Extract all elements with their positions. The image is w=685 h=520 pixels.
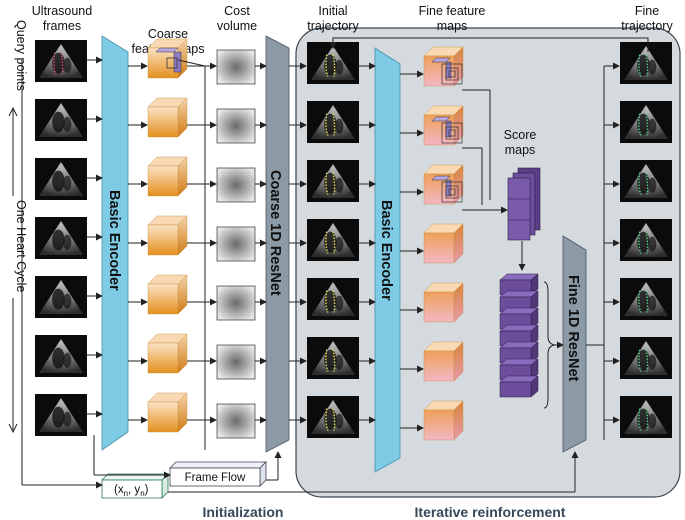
header-ultrasound-2: frames bbox=[43, 19, 81, 33]
fine-trajectory-frame bbox=[620, 396, 672, 438]
basic-encoder-2-block bbox=[374, 47, 401, 473]
coarse-feature-map bbox=[147, 38, 188, 79]
header-fine-maps-2: maps bbox=[437, 19, 468, 33]
query-patch bbox=[155, 47, 179, 53]
coarse-feature-map bbox=[147, 333, 188, 374]
initial-trajectory-frame bbox=[307, 219, 359, 261]
cost-volume-map bbox=[216, 108, 256, 144]
coord-sub-y: n bbox=[140, 489, 144, 498]
fine-feature-map bbox=[423, 223, 464, 264]
initial-trajectory-frame bbox=[307, 101, 359, 143]
ultrasound-frame bbox=[35, 40, 87, 82]
score-volume-stack bbox=[499, 273, 539, 398]
ultrasound-frame bbox=[35, 217, 87, 259]
query-patch-side bbox=[173, 51, 182, 73]
score-slice bbox=[499, 381, 532, 398]
svg-text:(xn, yn): (xn, yn) bbox=[114, 484, 149, 498]
cost-volume-map bbox=[216, 344, 256, 380]
header-initial-2: trajectory bbox=[307, 19, 359, 33]
initial-trajectory-frame bbox=[307, 42, 359, 84]
basic-encoder-2-label: Basic Encoder bbox=[378, 200, 394, 301]
heart-cycle-bracket bbox=[8, 106, 18, 434]
frame-flow-box: Frame Flow bbox=[169, 461, 267, 487]
header-fine-traj-1: Fine bbox=[635, 4, 659, 18]
coarse-resnet-label: Coarse 1D ResNet bbox=[267, 170, 283, 296]
ultrasound-frame bbox=[35, 335, 87, 377]
ultrasound-frame bbox=[35, 276, 87, 318]
cost-volume-map bbox=[216, 285, 256, 321]
header-initial-1: Initial bbox=[318, 4, 347, 18]
bottom-connectors bbox=[21, 37, 649, 493]
ultrasound-frame bbox=[35, 99, 87, 141]
headers: Ultrasound frames Coarse feature maps Co… bbox=[32, 4, 674, 157]
basic-encoder-label: Basic Encoder bbox=[106, 190, 122, 291]
cost-volume-map bbox=[216, 49, 256, 85]
fine-trajectory-frame bbox=[620, 42, 672, 84]
coord-box: (xn, yn) bbox=[101, 473, 169, 499]
basic-encoder-block bbox=[101, 35, 129, 451]
header-fine-traj-2: trajectory bbox=[621, 19, 673, 33]
initial-trajectory-frame bbox=[307, 337, 359, 379]
cost-volume-map bbox=[216, 167, 256, 203]
fine-trajectory-frame bbox=[620, 101, 672, 143]
fine-feature-map bbox=[423, 400, 464, 441]
header-cost-1: Cost bbox=[224, 4, 250, 18]
coarse-feature-map bbox=[147, 274, 188, 315]
iterative-reinforcement-label: Iterative reinforcement bbox=[415, 504, 566, 520]
header-fine-maps-1: Fine feature bbox=[419, 4, 486, 18]
ultrasound-frame bbox=[35, 158, 87, 200]
fine-trajectory-frame bbox=[620, 219, 672, 261]
fine-trajectory-frame bbox=[620, 278, 672, 320]
initial-trajectory-frame bbox=[307, 278, 359, 320]
score-maps-stack bbox=[507, 167, 541, 241]
score-maps-label-2: maps bbox=[505, 143, 536, 157]
fine-trajectory-frame bbox=[620, 160, 672, 202]
frame-flow-label: Frame Flow bbox=[185, 472, 246, 484]
coord-sub-x: n bbox=[124, 489, 128, 498]
score-maps-label-1: Score bbox=[504, 128, 537, 142]
header-cost-2: volume bbox=[217, 19, 257, 33]
fine-trajectory-frame bbox=[620, 337, 672, 379]
initial-trajectory-frame bbox=[307, 160, 359, 202]
coarse-feature-map bbox=[147, 392, 188, 433]
frame-rows bbox=[35, 38, 672, 450]
coarse-feature-map bbox=[147, 97, 188, 138]
cost-volume-map bbox=[216, 226, 256, 262]
initialization-label: Initialization bbox=[203, 504, 284, 520]
coord-sep: , y bbox=[128, 484, 140, 496]
ultrasound-frame bbox=[35, 394, 87, 436]
cost-volume-map bbox=[216, 403, 256, 439]
fine-feature-map bbox=[423, 282, 464, 323]
one-heart-cycle-label: One Heart Cycle bbox=[14, 200, 28, 292]
initial-trajectory-frame bbox=[307, 396, 359, 438]
coarse-resnet-block bbox=[265, 35, 290, 453]
coord-end: ) bbox=[145, 484, 149, 496]
query-points-label: Query points bbox=[14, 20, 28, 91]
coarse-feature-map bbox=[147, 215, 188, 256]
header-ultrasound-1: Ultrasound bbox=[32, 4, 92, 18]
fine-feature-map bbox=[423, 341, 464, 382]
fine-resnet-block bbox=[562, 235, 587, 453]
coarse-feature-map bbox=[147, 156, 188, 197]
coord-x: (x bbox=[114, 484, 124, 496]
fine-resnet-label: Fine 1D ResNet bbox=[565, 275, 581, 382]
header-coarse-1: Coarse bbox=[148, 27, 188, 41]
